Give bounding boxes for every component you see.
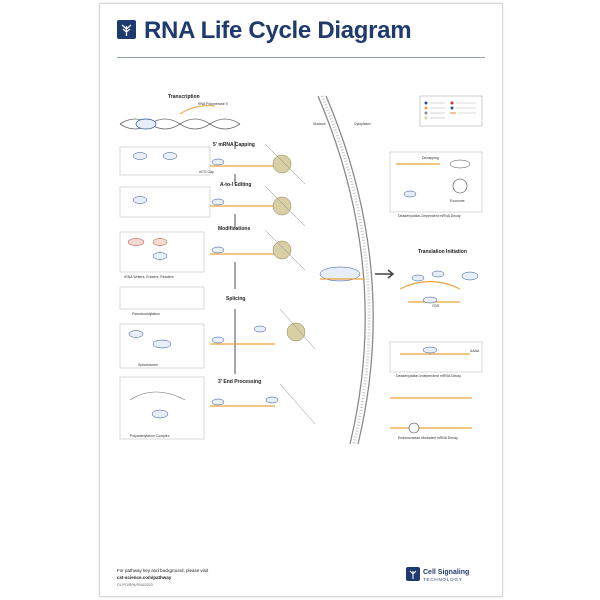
footer-line1: For pathway key and background, please v…: [117, 568, 209, 573]
panel-deadenylation: Deadenylation-Dependent mRNA Decay: [398, 214, 461, 218]
rna-pol-label: RNA Polymerase II: [198, 102, 228, 106]
footer-url[interactable]: cst-science.com/pathway: [117, 575, 172, 580]
footer-brand: Cell Signaling: [423, 569, 470, 576]
panel-independent: Deadenylation-Independent mRNA Decay: [396, 374, 461, 378]
region-cytoplasm: Cytoplasm: [354, 122, 371, 126]
decapping-label: Decapping: [422, 156, 439, 160]
polya-label: AAAA: [470, 349, 480, 353]
page-title: RNA Life Cycle Diagram: [144, 17, 412, 44]
stage-capping: 5' mRNA Capping: [213, 142, 255, 148]
footer-logo-icon: [406, 567, 420, 581]
rna-life-cycle-diagram: [119, 95, 483, 445]
stage-end-processing: 3' End Processing: [218, 379, 262, 385]
stage-transcription: Transcription: [168, 94, 200, 100]
stage-modifications: Modifications: [218, 226, 251, 232]
legend-key: [419, 95, 483, 127]
translation-panel: [399, 270, 479, 304]
footer-code: OL/PO/RPA/RNA/2023: [117, 583, 153, 587]
panel-writers: rRNA Writers, Erasers, Readers: [124, 275, 174, 279]
poster: RNA Life Cycle Diagram: [99, 3, 503, 597]
stage-editing: A-to-I Editing: [220, 182, 252, 188]
title-divider: [117, 57, 485, 58]
footer-brand-sub: TECHNOLOGY: [423, 577, 463, 582]
region-nucleus: Nucleus: [313, 122, 326, 126]
panel-polyadenylation: Polyadenylation Complex: [130, 434, 170, 438]
decay-panels: [389, 151, 483, 434]
stage-splicing: Splicing: [226, 296, 246, 302]
cds-label: CDS: [432, 304, 440, 308]
panel-endonuclease: Endonuclease-Mediated mRNA Decay: [398, 436, 458, 440]
processing-pathway: [210, 141, 316, 425]
cap-label: m7G Cap: [199, 170, 214, 174]
brand-logo-icon: [117, 20, 136, 39]
stage-translation: Translation Initiation: [418, 249, 467, 255]
panel-spliceosome: Spliceosome: [138, 363, 159, 367]
nuclear-envelope: [317, 95, 374, 445]
exosome-label: Exosome: [450, 199, 465, 203]
nuclear-export: [319, 266, 395, 282]
panel-pseudouridylation: Pseudouridylation: [132, 312, 160, 316]
stage-boxes-left: [119, 146, 211, 440]
dna-helix: [119, 105, 241, 130]
